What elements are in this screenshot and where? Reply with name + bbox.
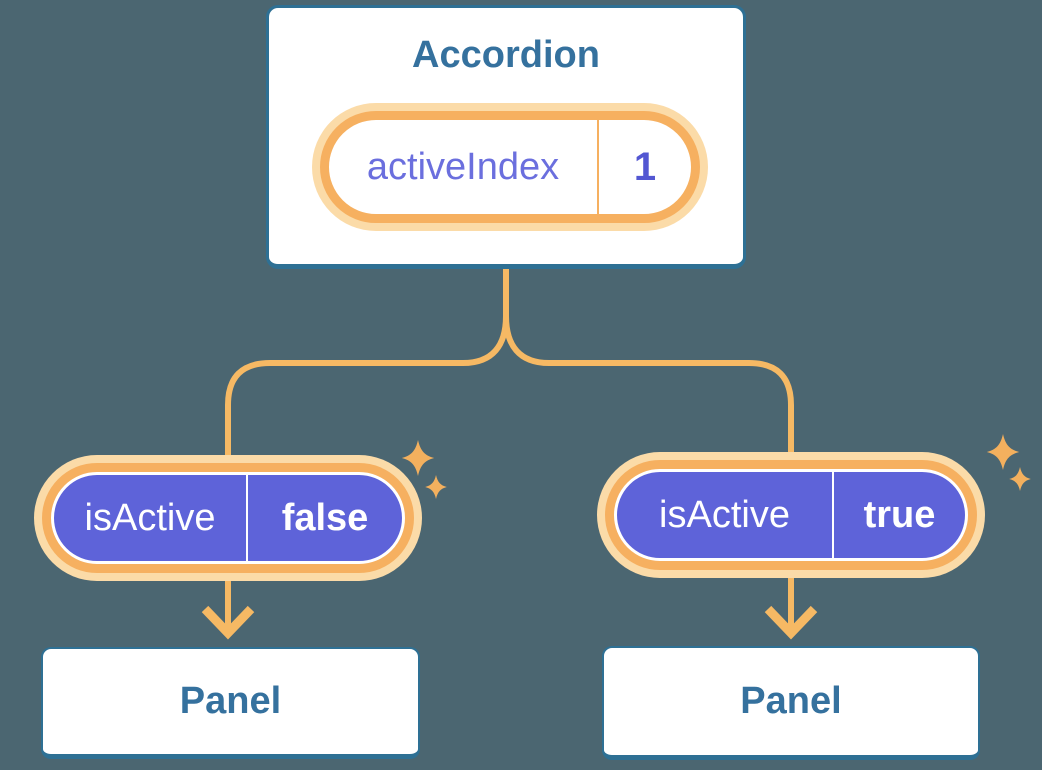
panel-title: Panel — [740, 680, 842, 722]
pill-divider — [597, 120, 599, 214]
prop-name: isActive — [84, 496, 216, 539]
sparkle-icon — [401, 440, 447, 499]
sparkle-icon — [986, 434, 1031, 491]
prop-pill-isactive-right: isActive true — [614, 469, 968, 561]
state-pill-activeindex: activeIndex 1 — [320, 111, 700, 223]
panel-title: Panel — [179, 680, 282, 722]
pill-divider — [246, 475, 248, 561]
prop-value: true — [863, 493, 936, 536]
arrow-down-icon — [201, 605, 255, 640]
state-name: activeIndex — [366, 145, 560, 188]
prop-pill-isactive-left: isActive false — [51, 472, 405, 564]
accordion-title: Accordion — [412, 34, 600, 76]
arrow-down-icon — [764, 605, 818, 640]
tree-connector — [225, 265, 794, 630]
panel-card-right: Panel — [602, 646, 980, 760]
prop-name: isActive — [659, 493, 790, 536]
panel-card-left: Panel — [41, 647, 420, 759]
state-value: 1 — [633, 144, 657, 189]
prop-value: false — [281, 496, 369, 539]
pill-divider — [832, 472, 834, 558]
